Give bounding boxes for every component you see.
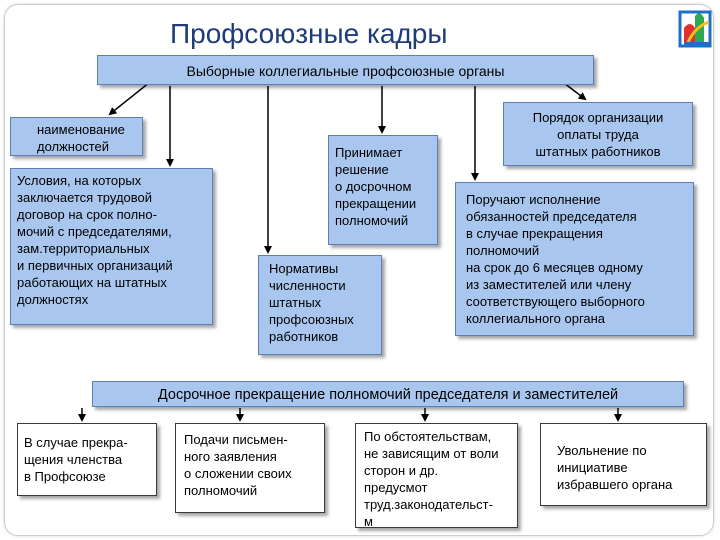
early-termination-decision-text: Принимает решение о досрочном прекращени… (335, 145, 417, 228)
position-names-box: наименование должностей (10, 117, 143, 156)
union-logo-icon (678, 10, 712, 48)
written-statement-text: Подачи письмен- ного заявления о сложени… (184, 432, 292, 498)
circumstances-box: По обстоятельствам, не зависящим от воли… (355, 423, 518, 529)
membership-termination-box: В случае прекра- щения членства в Профсо… (17, 423, 157, 496)
payment-order-text: Порядок организации оплаты труда штатных… (532, 110, 664, 159)
membership-termination-text: В случае прекра- щения членства в Профсо… (24, 435, 128, 484)
early-termination-decision-box: Принимает решение о досрочном прекращени… (328, 135, 438, 245)
delegate-duties-text: Поручают исполнение обязанностей председ… (466, 192, 645, 326)
staff-norms-text: Нормативы численности штатных профсоюзны… (269, 261, 354, 344)
slide-frame (4, 4, 714, 536)
dismissal-box: Увольнение по инициативе избравшего орга… (540, 423, 707, 506)
elected-bodies-text: Выборные коллегиальные профсоюзные орган… (186, 63, 505, 79)
early-termination-bar-text: Досрочное прекращение полномочий председ… (157, 387, 619, 403)
contract-conditions-text: Условия, на которых заключается трудовой… (17, 173, 173, 307)
page-title: Профсоюзные кадры (170, 18, 448, 49)
delegate-duties-box: Поручают исполнение обязанностей председ… (455, 182, 694, 336)
written-statement-box: Подачи письмен- ного заявления о сложени… (175, 423, 325, 513)
staff-norms-box: Нормативы численности штатных профсоюзны… (258, 255, 382, 355)
payment-order-box: Порядок организации оплаты труда штатных… (503, 102, 693, 166)
dismissal-text: Увольнение по инициативе избравшего орга… (557, 443, 673, 492)
position-names-text: наименование должностей (37, 122, 125, 154)
arrow-to-naimenovanie (108, 81, 151, 116)
elected-bodies-box: Выборные коллегиальные профсоюзные орган… (97, 55, 594, 85)
early-termination-bar: Досрочное прекращение полномочий председ… (92, 381, 684, 407)
contract-conditions-box: Условия, на которых заключается трудовой… (10, 168, 213, 325)
circumstances-text: По обстоятельствам, не зависящим от воли… (364, 429, 499, 529)
